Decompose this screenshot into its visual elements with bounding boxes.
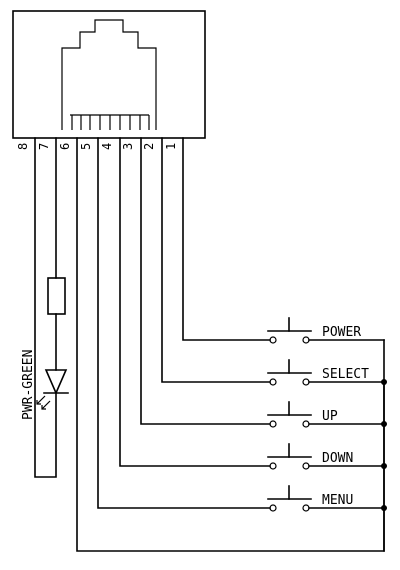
pin-label-7: 7 (37, 143, 51, 150)
connector-housing (12, 10, 206, 139)
button-label-menu: MENU (322, 493, 353, 508)
connector-contacts (70, 114, 150, 130)
wire-pin5-menu (97, 137, 271, 509)
pin-label-6: 6 (58, 143, 72, 150)
connector-jack-outline (61, 19, 157, 130)
junction-dot (381, 463, 387, 469)
button-label-power: POWER (322, 325, 361, 340)
pin-label-5: 5 (79, 143, 93, 150)
pin-labels: 8 7 6 5 4 3 2 1 (16, 143, 178, 150)
wire-pin8-led (34, 137, 57, 478)
wire-pin3-up (140, 137, 271, 425)
led-diode (36, 369, 69, 410)
common-bus (381, 339, 387, 552)
wire-pin1-power (182, 137, 271, 341)
signal-wires (76, 137, 385, 552)
button-select: SELECT (267, 359, 385, 386)
resistor (47, 277, 66, 315)
wire-pin4-down (119, 137, 271, 467)
led-circuit: PWR-GREEN (21, 137, 69, 478)
button-label-select: SELECT (322, 367, 369, 382)
wire-pin6-common (76, 137, 385, 552)
button-down: DOWN (267, 443, 385, 470)
button-menu: MENU (267, 485, 385, 512)
pin-label-1: 1 (164, 143, 178, 150)
rj45-connector (12, 10, 206, 139)
pin-label-4: 4 (100, 143, 114, 150)
wire-pin2-select (161, 137, 271, 383)
pin-label-8: 8 (16, 143, 30, 150)
button-up: UP (267, 401, 385, 428)
button-label-up: UP (322, 409, 338, 424)
junction-dot (381, 379, 387, 385)
led-label: PWR-GREEN (21, 350, 36, 420)
junction-dot (381, 505, 387, 511)
pin-label-2: 2 (142, 143, 156, 150)
button-label-down: DOWN (322, 451, 353, 466)
pin-label-3: 3 (121, 143, 135, 150)
junction-dot (381, 421, 387, 427)
button-power: POWER (267, 317, 385, 344)
